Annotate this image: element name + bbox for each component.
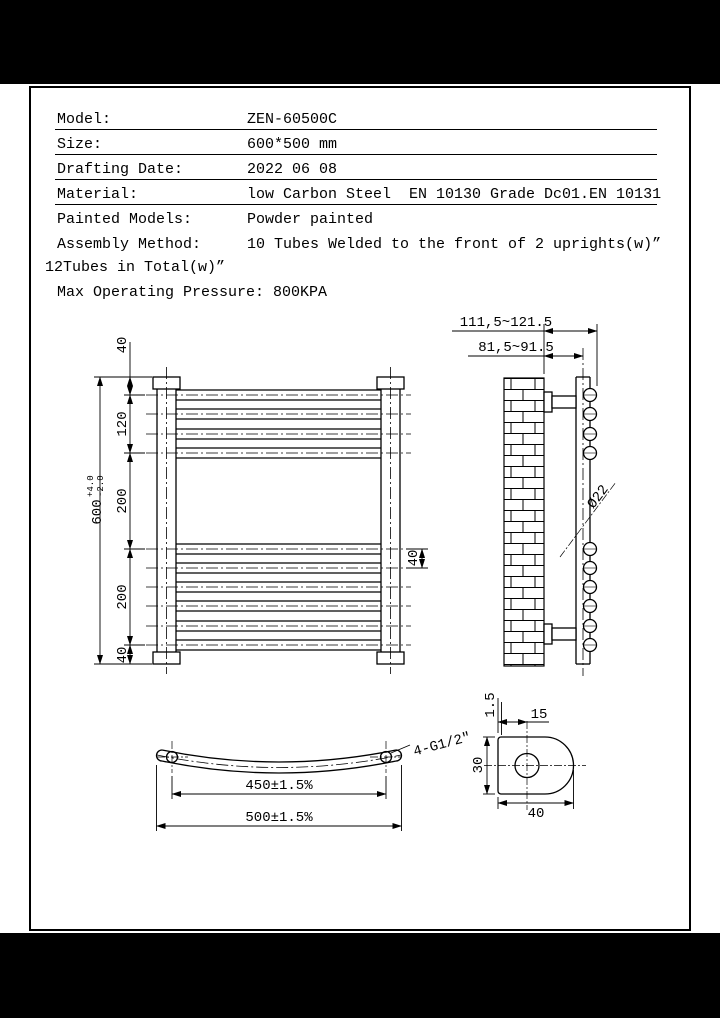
spec-size-label: Size: — [57, 136, 102, 153]
spec-size-value: 600*500 mm — [247, 136, 337, 153]
dim-top-offset: 40 — [115, 337, 131, 354]
dim-plate-width: 40 — [528, 806, 545, 822]
dim-overall-height: 600 +4.0 -2.0 — [86, 475, 106, 524]
spec-material-label: Material: — [57, 186, 138, 203]
bracket-detail-view: 15 1.5 30 40 — [471, 692, 586, 822]
bottom-dims: 450±1.5% 500±1.5% — [156, 765, 402, 831]
dim-mid-gap: 200 — [115, 488, 131, 513]
spec-material-value: low Carbon Steel EN 10130 Grade Dc01.EN … — [247, 186, 661, 203]
side-view: 111,5~121.5 81,5~91.5 Ø22 — [452, 315, 617, 676]
dim-wall-outer: 111,5~121.5 — [460, 315, 552, 331]
wall-section — [503, 377, 545, 667]
tube-end-circles — [582, 387, 598, 653]
dim-bottom-group: 200 — [115, 584, 131, 609]
dim-overall-tol-minus: -2.0 — [96, 475, 106, 497]
dim-wall-inner: 81,5~91.5 — [478, 340, 554, 356]
top-black-bar — [0, 0, 720, 84]
dim-tube-pitch: 40 — [406, 550, 422, 567]
spec-pressure-line: Max Operating Pressure: 800KPA — [57, 284, 327, 301]
spec-date-value: 2022 06 08 — [247, 161, 337, 178]
spec-model-value: ZEN-60500C — [247, 111, 337, 128]
spec-block: Model: ZEN-60500C Size: 600*500 mm Draft… — [45, 111, 661, 301]
spec-painted-value: Powder painted — [247, 211, 373, 228]
spec-rule-lines — [55, 129, 657, 205]
dim-hole-offset: 15 — [531, 707, 548, 723]
right-upright — [376, 367, 405, 674]
dim-plate-height: 30 — [471, 757, 487, 774]
spec-assembly-value: 10 Tubes Welded to the front of 2 uprigh… — [247, 236, 661, 253]
dim-bottom-offset: 40 — [115, 647, 131, 664]
spec-tubes-note: 12Tubes in Total(w)” — [45, 259, 225, 276]
spec-date-label: Drafting Date: — [57, 161, 183, 178]
spec-assembly-label: Assembly Method: — [57, 236, 201, 253]
curved-tube — [155, 741, 403, 774]
cross-tubes — [146, 389, 411, 651]
front-view: 40 120 200 200 40 600 +4.0 -2.0 40 — [86, 337, 428, 674]
left-upright — [152, 367, 181, 674]
front-pitch-dim: 40 — [406, 548, 428, 569]
dim-overall-width: 500±1.5% — [245, 810, 313, 826]
bottom-black-bar — [0, 933, 720, 1018]
spec-painted-label: Painted Models: — [57, 211, 192, 228]
dim-overall-tol-plus: +4.0 — [86, 475, 96, 497]
dim-lip: 1.5 — [483, 692, 499, 717]
wall-brackets — [543, 391, 577, 645]
front-dim-chain: 40 120 200 200 40 600 +4.0 -2.0 — [86, 337, 152, 665]
spec-model-label: Model: — [57, 111, 111, 128]
sheet-frame — [29, 86, 691, 931]
detail-dims: 15 1.5 30 40 — [471, 692, 574, 822]
dim-overall-value: 600 — [90, 499, 106, 524]
side-rail — [575, 348, 591, 676]
dim-hole-spacing: 450±1.5% — [245, 778, 313, 794]
dim-top-group: 120 — [115, 411, 131, 436]
